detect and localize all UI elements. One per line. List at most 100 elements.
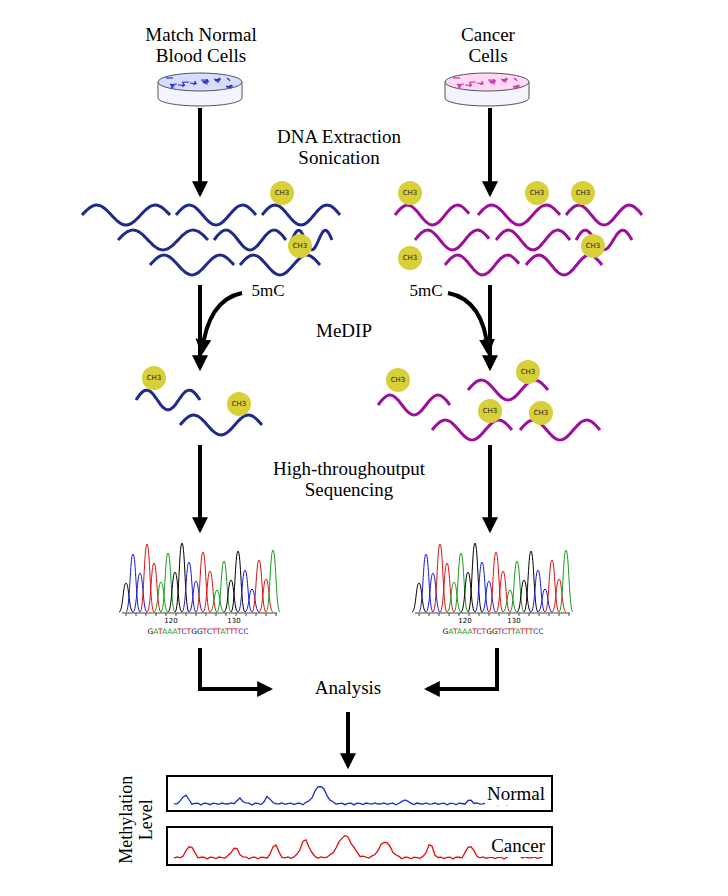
tick: [196, 613, 197, 616]
antibody-label: 5mC: [251, 282, 284, 301]
cell: [194, 82, 196, 85]
culture-dish: [445, 73, 529, 106]
methyl-group: CH3: [398, 246, 422, 270]
tick: [256, 613, 257, 616]
tick: [569, 613, 570, 616]
node-text: CH3: [147, 374, 162, 382]
node-text: CH3: [586, 242, 601, 250]
node-text: CH3: [483, 407, 498, 415]
cell: [502, 79, 508, 81]
cell: [469, 81, 476, 83]
methyl-group: CH3: [516, 360, 540, 384]
dna-fragment: [468, 380, 548, 400]
base-sequence: GATAAATCTGGTCTTATTTCC: [148, 628, 249, 636]
node-text: CH3: [232, 400, 247, 408]
dna-fragment: [136, 390, 200, 410]
axis-label: Methylation Level: [117, 770, 157, 870]
tick: [429, 613, 430, 616]
cell: [503, 78, 507, 80]
trace-peak: [412, 583, 426, 612]
tick: [449, 613, 450, 616]
dna-fragment: [214, 230, 286, 250]
methyl-group: CH3: [571, 181, 595, 205]
trace-peak: [154, 582, 168, 612]
node-text: CH3: [521, 368, 536, 376]
dna-fragment: [496, 230, 570, 250]
cell: [457, 83, 464, 85]
tick: [509, 613, 510, 616]
trace-peak: [259, 579, 273, 612]
node-text: CH3: [534, 409, 549, 417]
tick: [439, 613, 440, 616]
dna-fragment: [520, 420, 600, 440]
cell: [513, 86, 518, 88]
axis: [122, 613, 277, 614]
methylation-panel: Normal: [166, 775, 553, 812]
tick: [156, 613, 157, 616]
trace-peak: [189, 581, 203, 612]
methyl-group: CH3: [227, 392, 251, 416]
trace-peak: [531, 570, 545, 612]
cell: [216, 78, 220, 80]
base-position: 120: [164, 618, 177, 626]
step-label: MeDIP: [316, 321, 372, 342]
trace-peak: [266, 550, 280, 612]
node-text: Cancer: [489, 835, 547, 857]
step-label: Analysis: [315, 678, 382, 699]
base-position: 120: [458, 618, 471, 626]
node-text: CH3: [403, 254, 418, 262]
tick: [499, 613, 500, 616]
trace-peak: [447, 582, 461, 612]
cell: [470, 83, 471, 86]
dna-fragment: [526, 255, 602, 275]
tick: [136, 613, 137, 616]
tick: [559, 613, 560, 616]
trace-peak: [238, 570, 252, 612]
dna-fragment: [478, 205, 560, 225]
methyl-group: CH3: [478, 399, 502, 423]
tick: [226, 613, 227, 616]
cell: [501, 79, 507, 81]
tick: [146, 613, 147, 616]
cell: [453, 77, 460, 78]
tick: [276, 613, 277, 616]
tick: [519, 613, 520, 616]
dna-fragment: [262, 205, 340, 225]
cell: [457, 84, 462, 86]
dna-fragment: [566, 205, 642, 225]
trace-peak: [245, 589, 259, 612]
node-text: CH3: [391, 376, 406, 384]
chromatogram: [119, 543, 280, 616]
flow-arrow: [427, 648, 497, 689]
trace-peak: [426, 573, 440, 612]
cell: [170, 84, 175, 86]
methyl-group: CH3: [581, 234, 605, 258]
trace-peak: [133, 573, 147, 612]
trace-peak: [461, 572, 475, 612]
methyl-group: CH3: [288, 234, 312, 258]
cell: [202, 81, 208, 82]
sample-label: Match Normal Blood Cells: [134, 25, 269, 67]
cell: [206, 79, 208, 82]
tick: [549, 613, 550, 616]
cell: [514, 78, 517, 81]
trace-peak: [119, 583, 133, 612]
cell: [470, 84, 471, 87]
culture-dish: [158, 73, 242, 106]
methyl-group: CH3: [398, 181, 422, 205]
flow-arrow: [200, 648, 270, 689]
base-sequence: GATAAATCTGGTCTTATTTCC: [443, 628, 544, 636]
cell: [227, 85, 232, 87]
trace-peak: [224, 580, 238, 612]
dna-fragment: [395, 205, 469, 225]
flow-arrow: [346, 712, 350, 766]
tick: [126, 613, 127, 616]
step-label: DNA Extraction Sonication: [272, 127, 407, 169]
flow-arrow: [198, 285, 202, 368]
flow-arrow: [488, 285, 492, 368]
tick: [206, 613, 207, 616]
methyl-group: CH3: [525, 181, 549, 205]
cell: [489, 81, 495, 82]
dna-fragment: [432, 420, 512, 440]
